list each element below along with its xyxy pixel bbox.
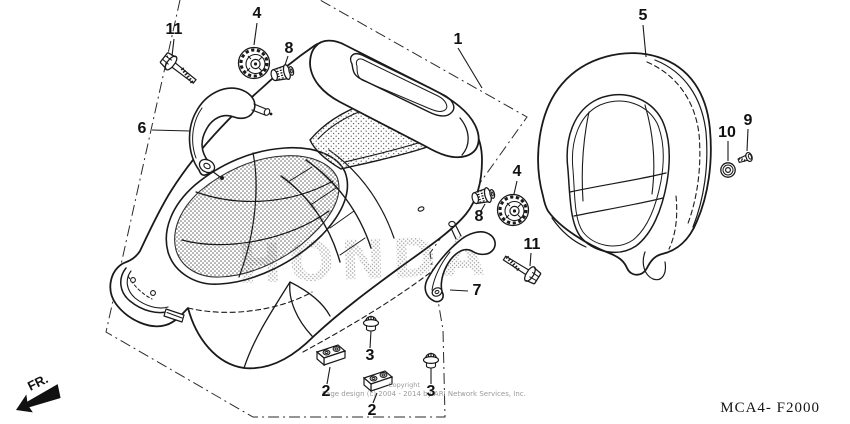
copyright-line1: Copyright [388,381,420,389]
callout-7: 7 [472,282,482,299]
callout-1: 1 [453,31,463,48]
callout-2a: 2 [321,383,331,400]
fr-arrow-glyph [16,384,61,413]
callout-11b: 11 [523,236,541,253]
backrest-illustration [537,52,712,281]
diagram-code: MCA4- F2000 [720,400,820,416]
bolt-11b [498,249,544,288]
stay-right [424,220,496,303]
phantom-border [105,0,528,418]
callout-10: 10 [718,124,736,141]
callout-8b: 8 [474,208,484,225]
callout-3a: 3 [365,347,375,364]
backrest-outline [537,52,712,276]
callout-5: 5 [638,7,648,24]
callout-11a: 11 [165,21,183,38]
mount-4b [496,193,530,227]
callout-6: 6 [137,120,147,137]
nut-3b [422,352,440,369]
callout-2b: 2 [367,402,377,419]
fr-label: FR. [25,371,50,394]
nut-3a [362,315,380,332]
fr-arrow: FR. [16,371,61,413]
leader-lines [151,22,749,404]
watermark-text: HONDA [236,224,491,296]
callout-4a: 4 [252,5,262,22]
stay-left [188,87,273,180]
seat-illustration [109,39,483,370]
rear-cowl-pad [309,39,480,159]
callout-4b: 4 [512,163,522,180]
screw-9 [737,151,753,164]
callout-8a: 8 [284,40,294,57]
plate-2a [316,344,346,366]
washer-10 [720,162,736,178]
mount-4a [237,46,271,80]
callout-9: 9 [743,112,753,129]
copyright-line2: Page design (c) 2004 - 2014 by ARI Netwo… [322,390,526,398]
callout-3b: 3 [426,383,436,400]
